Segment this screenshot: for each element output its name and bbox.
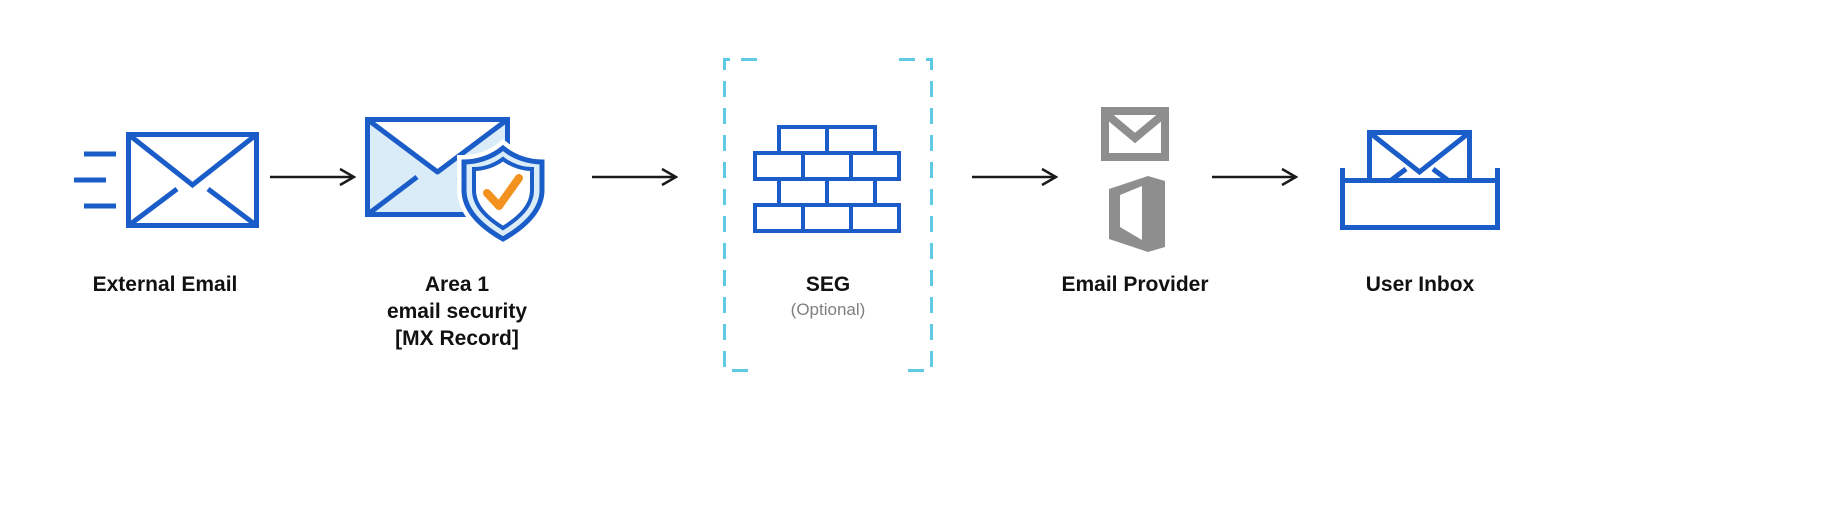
flow-arrow-1 xyxy=(270,167,356,187)
email-provider-icon-box xyxy=(1101,105,1169,255)
firewall-brick-wall-icon xyxy=(753,125,901,233)
flow-arrow-4 xyxy=(1212,167,1298,187)
inbox-tray-envelope-icon xyxy=(1340,130,1500,230)
node-label-area1-line2: email security xyxy=(386,300,528,323)
email-provider-icon-stack xyxy=(1101,107,1169,253)
gmail-icon xyxy=(1101,107,1169,161)
area1-icon-box xyxy=(364,105,550,255)
office-icon xyxy=(1109,176,1165,252)
node-area1-email-security: Area 1 email security [MX Record] xyxy=(330,105,584,352)
node-label-external-email: External Email xyxy=(92,273,238,296)
node-seg: SEG (Optional) xyxy=(715,58,941,372)
node-user-inbox: User Inbox xyxy=(1295,105,1545,298)
envelope-speed-lines-icon xyxy=(74,132,259,228)
node-label-area1-line3: [MX Record] xyxy=(395,327,519,350)
user-inbox-icon-box xyxy=(1339,105,1501,255)
seg-icon-box xyxy=(753,105,903,255)
node-sublabel-seg-optional: (Optional) xyxy=(790,300,866,319)
envelope-shield-check-icon xyxy=(364,117,549,245)
external-email-icon-box xyxy=(70,105,260,255)
flow-arrow-2 xyxy=(592,167,678,187)
node-label-user-inbox: User Inbox xyxy=(1365,273,1475,296)
node-email-provider: Email Provider xyxy=(1010,105,1260,298)
node-label-email-provider: Email Provider xyxy=(1061,273,1209,296)
node-label-seg: SEG xyxy=(805,273,851,296)
node-external-email: External Email xyxy=(40,105,290,298)
node-label-area1-line1: Area 1 xyxy=(424,273,490,296)
flow-arrow-3 xyxy=(972,167,1058,187)
